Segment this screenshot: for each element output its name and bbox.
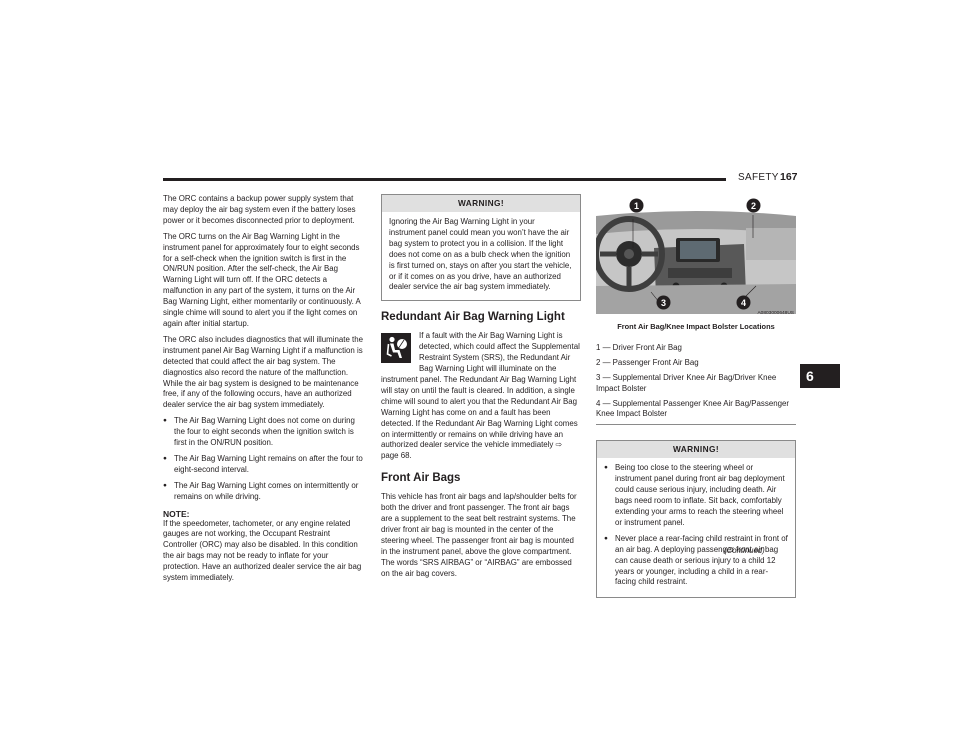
warning-title: WARNING! — [597, 441, 795, 459]
air-bag-warning-icon — [381, 333, 411, 364]
warning-box: WARNING! Being too close to the steering… — [596, 440, 796, 599]
callout-1: 1 — [629, 198, 644, 213]
continued-label: (Continued) — [724, 546, 765, 555]
page-ref-link[interactable]: page 68. — [381, 451, 412, 461]
heading-front-air-bags: Front Air Bags — [381, 472, 461, 485]
dashboard-illustration: 1 2 3 4 A0803000648US — [596, 194, 796, 320]
paragraph-redundant: If a fault with the Air Bag Warning Ligh… — [381, 331, 580, 461]
note-title: NOTE: — [163, 508, 190, 519]
svg-text:2: 2 — [751, 201, 756, 211]
column-left: The ORC contains a backup power supply s… — [163, 194, 366, 589]
svg-text:1: 1 — [634, 201, 639, 211]
list-item: The Air Bag Warning Light comes on inter… — [163, 481, 366, 503]
header-rule — [163, 178, 726, 181]
legend-item: 1 — Driver Front Air Bag — [596, 342, 682, 352]
callout-3: 3 — [656, 295, 671, 310]
legend-item: 3 — Supplemental Driver Knee Air Bag/Dri… — [596, 372, 777, 393]
list-item: Never place a rear-facing child restrain… — [604, 534, 788, 589]
note-text: If the speedometer, tachometer, or any e… — [163, 518, 362, 583]
paragraph-front-air-bags: This vehicle has front air bags and lap/… — [381, 492, 577, 578]
svg-text:3: 3 — [661, 298, 666, 308]
heading-redundant-air-bag: Redundant Air Bag Warning Light — [381, 311, 565, 324]
warning-box: WARNING! Ignoring the Air Bag Warning Li… — [381, 194, 581, 302]
legend-item: 2 — Passenger Front Air Bag — [596, 357, 699, 367]
page-ref-arrow-icon: ⇨ — [555, 440, 563, 450]
list-item: The Air Bag Warning Light does not come … — [163, 416, 366, 449]
column-middle: WARNING! Ignoring the Air Bag Warning Li… — [381, 194, 581, 584]
section-title: SAFETY — [738, 172, 779, 183]
legend-divider — [596, 424, 796, 426]
paragraph-self-check: The ORC turns on the Air Bag Warning Lig… — [163, 231, 361, 328]
figure-caption: Front Air Bag/Knee Impact Bolster Locati… — [617, 322, 775, 331]
malfunction-list: The Air Bag Warning Light does not come … — [163, 416, 366, 502]
image-code: A0803000648US — [757, 311, 794, 317]
legend-item: 4 — Supplemental Passenger Knee Air Bag/… — [596, 398, 790, 419]
warning-list: Being too close to the steering wheel or… — [604, 463, 788, 588]
chapter-tab: 6 — [800, 364, 840, 388]
paragraph-diagnostics: The ORC also includes diagnostics that w… — [163, 334, 363, 410]
warning-text: Ignoring the Air Bag Warning Light in yo… — [389, 217, 572, 292]
list-item: Being too close to the steering wheel or… — [604, 463, 788, 528]
figure-legend: 1 — Driver Front Air Bag 2 — Passenger F… — [596, 343, 796, 420]
page-number: 167 — [780, 171, 798, 183]
svg-text:4: 4 — [741, 298, 746, 308]
list-item: The Air Bag Warning Light remains on aft… — [163, 454, 366, 476]
callout-4: 4 — [736, 295, 751, 310]
paragraph-backup-power: The ORC contains a backup power supply s… — [163, 194, 356, 225]
column-right: 1 2 3 4 A0803000648US Front Air Bag/Knee… — [596, 194, 796, 608]
callout-2: 2 — [746, 198, 761, 213]
warning-title: WARNING! — [382, 195, 580, 212]
